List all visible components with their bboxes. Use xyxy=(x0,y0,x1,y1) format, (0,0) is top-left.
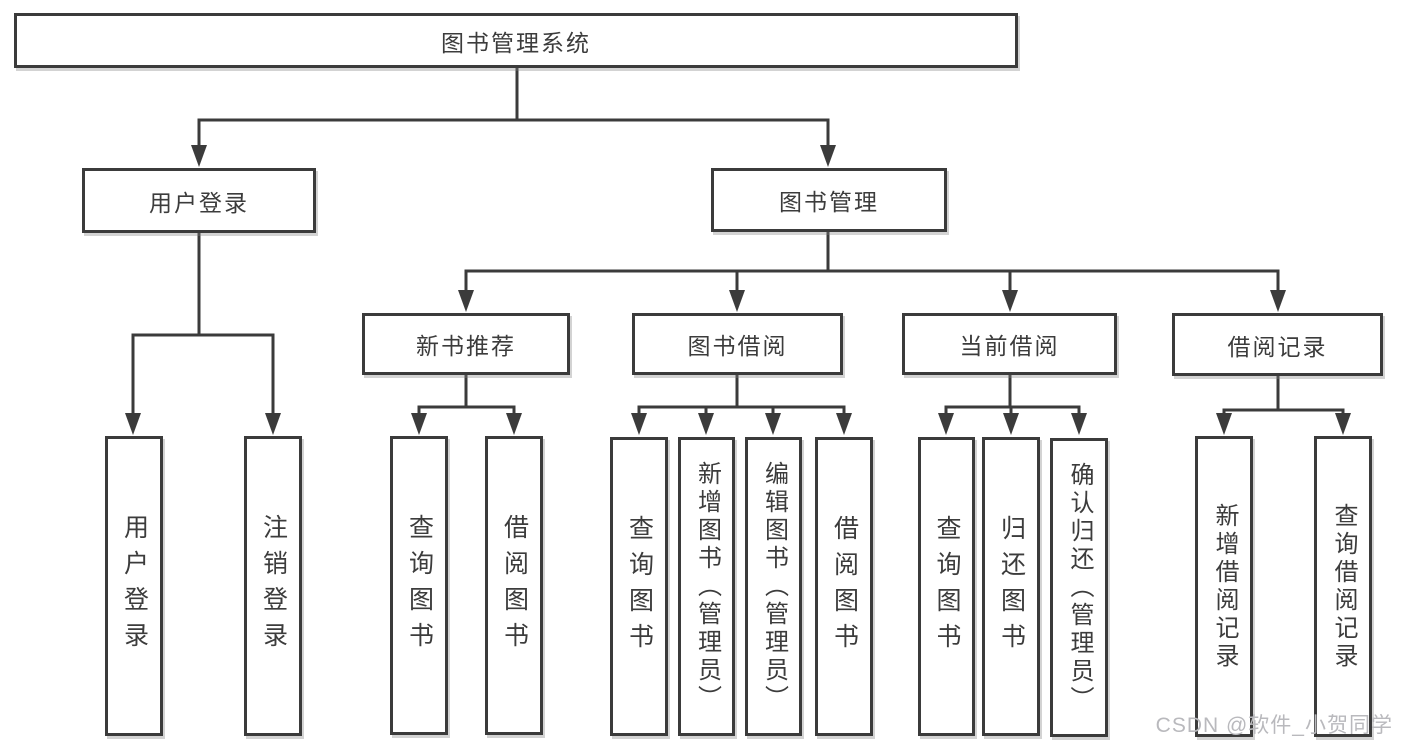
leaf-label: 新增借阅记录 xyxy=(1211,502,1238,671)
arrowheads xyxy=(125,145,1351,435)
node-label: 用户登录 xyxy=(149,189,249,216)
node-label: 新书推荐 xyxy=(416,333,516,359)
leaf-label: 借阅图书 xyxy=(500,513,529,658)
leaf-label: 查询借阅记录 xyxy=(1330,502,1357,671)
leaf-return-books: 归还图书 xyxy=(982,437,1040,736)
leaf-add-borrow-record: 新增借阅记录 xyxy=(1195,436,1253,737)
leaf-edit-books-admin: 编辑图书（管理员） xyxy=(745,437,802,736)
leaf-label: 查询图书 xyxy=(625,514,654,659)
leaf-query-books-borrow: 查询图书 xyxy=(610,437,668,736)
leaf-label: 注销登录 xyxy=(259,514,288,658)
node-label: 图书借阅 xyxy=(687,333,788,359)
node-label: 图书管理系统 xyxy=(441,29,591,56)
node-label: 图书管理 xyxy=(779,189,879,215)
leaf-add-books-admin: 新增图书（管理员） xyxy=(678,437,735,736)
node-user-login: 用户登录 xyxy=(82,168,316,233)
node-root-system: 图书管理系统 xyxy=(14,13,1018,68)
leaf-logout: 注销登录 xyxy=(244,436,302,736)
leaf-user-login: 用户登录 xyxy=(105,436,163,736)
leaf-label: 借阅图书 xyxy=(830,514,859,659)
leaf-label: 确认归还（管理员） xyxy=(1066,461,1093,714)
leaf-label: 归还图书 xyxy=(997,514,1026,659)
leaf-label: 查询图书 xyxy=(933,514,961,659)
node-label: 借阅记录 xyxy=(1227,333,1328,360)
leaf-query-borrow-record: 查询借阅记录 xyxy=(1314,436,1372,737)
node-new-book-recommend: 新书推荐 xyxy=(362,313,570,375)
leaf-borrow-books: 借阅图书 xyxy=(815,437,873,736)
leaf-borrow-books-recommend: 借阅图书 xyxy=(485,436,543,735)
node-label: 当前借阅 xyxy=(959,333,1060,359)
node-book-management: 图书管理 xyxy=(711,168,947,232)
leaf-confirm-return-admin: 确认归还（管理员） xyxy=(1050,438,1108,737)
csdn-watermark: CSDN @软件_小贺同学 xyxy=(1155,714,1393,737)
node-book-borrow: 图书借阅 xyxy=(632,313,843,375)
leaf-query-books-recommend: 查询图书 xyxy=(390,436,448,735)
node-borrow-records: 借阅记录 xyxy=(1172,313,1383,376)
node-current-borrow: 当前借阅 xyxy=(902,313,1117,375)
leaf-label: 查询图书 xyxy=(405,513,434,658)
leaf-label: 编辑图书（管理员） xyxy=(760,460,788,713)
leaf-label: 用户登录 xyxy=(120,514,149,658)
leaf-label: 新增图书（管理员） xyxy=(693,460,721,713)
leaf-query-books-current: 查询图书 xyxy=(918,437,975,736)
